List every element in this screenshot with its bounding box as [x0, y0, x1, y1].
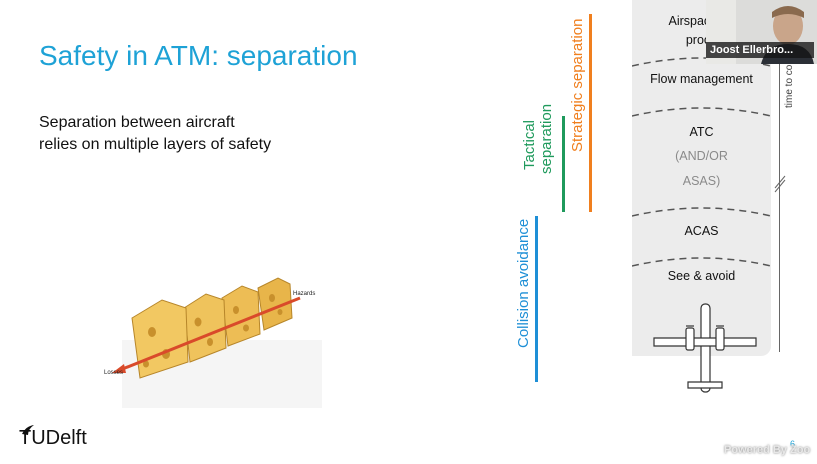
arrow-head-icon	[112, 364, 126, 373]
tactical-label-line-2: separation	[538, 103, 555, 174]
slide-title: Safety in ATM: separation	[39, 40, 358, 71]
body-line-2: relies on multiple layers of safety	[39, 136, 272, 153]
layer-see-avoid: See & avoid	[667, 269, 736, 283]
divider-2	[632, 107, 771, 117]
aircraft-icon	[653, 303, 757, 393]
losses-label: Losses	[104, 370, 123, 376]
tactical-separation-bar	[562, 116, 565, 212]
divider-4	[632, 257, 771, 267]
collision-avoidance-label: Collision avoidance	[515, 218, 532, 348]
powered-by-watermark: Powered By Zoo	[724, 444, 811, 456]
slide-body-text: Separation between aircraft relies on mu…	[39, 112, 271, 156]
swiss-cheese-illustration: Hazards Losses	[104, 277, 322, 408]
layer-atc: ATC	[689, 125, 714, 139]
body-line-1: Separation between aircraft	[39, 114, 235, 131]
divider-3	[632, 207, 771, 217]
tactical-label-line-1: Tactical	[521, 119, 538, 171]
axis-break-icon	[774, 175, 786, 193]
hazards-label: Hazards	[293, 291, 315, 297]
slide-page-number: 6	[790, 439, 796, 449]
participant-name-label: Joost Ellerbro...	[706, 42, 814, 58]
collision-avoidance-bar	[535, 216, 538, 382]
layer-atc-sub-2: ASAS)	[682, 174, 721, 188]
tactical-separation-label: Tactical separation	[521, 103, 555, 174]
layer-acas: ACAS	[684, 224, 719, 238]
layer-atc-sub-1: (AND/OR	[675, 149, 728, 163]
time-axis-label: time to co	[784, 64, 795, 108]
tudelft-flame-icon	[22, 425, 34, 435]
strategic-separation-label: Strategic separation	[569, 18, 586, 152]
tudelft-logo: TUDelft	[19, 427, 87, 449]
time-axis-line	[779, 60, 780, 352]
hazard-trajectory-arrow	[119, 296, 301, 372]
strategic-separation-bar	[589, 14, 592, 212]
layer-flow-management: Flow management	[650, 72, 753, 86]
cheese-slice-2	[183, 293, 227, 363]
